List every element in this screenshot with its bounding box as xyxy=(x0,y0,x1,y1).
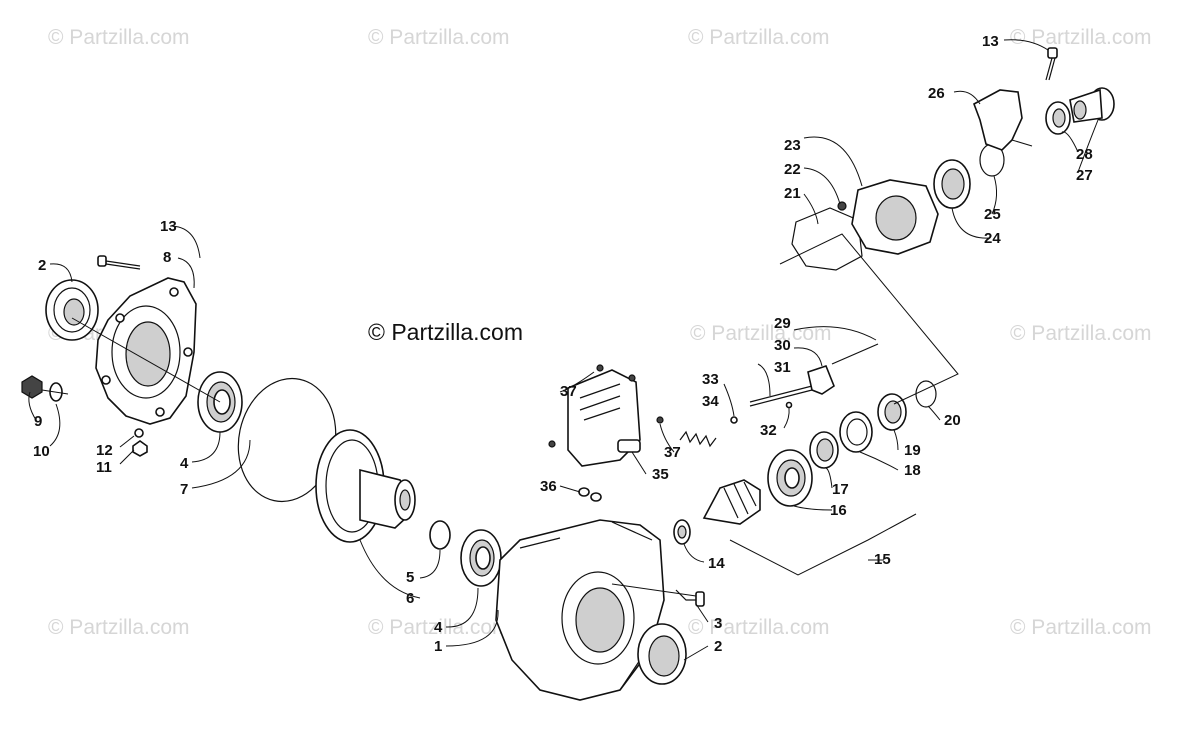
part-6-ring-gear-differential xyxy=(315,429,416,543)
callout-37-top: 37 xyxy=(560,383,577,400)
part-13-bolt-right xyxy=(1045,47,1058,81)
callout-31: 31 xyxy=(774,359,791,376)
callout-27: 27 xyxy=(1076,167,1093,184)
callout-8: 8 xyxy=(163,249,171,266)
callout-20: 20 xyxy=(944,412,961,429)
callout-4-left: 4 xyxy=(180,455,189,472)
callout-23: 23 xyxy=(784,137,801,154)
part-21-gasket xyxy=(791,207,863,271)
part-9-plug xyxy=(21,375,43,399)
part-37-screw-bottom xyxy=(548,416,664,448)
callout-32: 32 xyxy=(760,422,777,439)
watermark-tile: © Partzilla.com xyxy=(690,322,832,345)
part-2-seal-left xyxy=(45,279,99,341)
callout-16: 16 xyxy=(830,502,847,519)
callout-21: 21 xyxy=(784,185,801,202)
watermark-main: © Partzilla.com xyxy=(368,319,523,345)
callout-4-center: 4 xyxy=(434,619,443,636)
part-2-seal-right xyxy=(637,623,687,685)
callout-7: 7 xyxy=(180,481,188,498)
callout-36: 36 xyxy=(540,478,557,495)
part-24-bearing xyxy=(933,159,971,209)
part-34-ball xyxy=(730,416,738,424)
callout-14: 14 xyxy=(708,555,725,572)
part-22-plug xyxy=(837,201,847,211)
callout-37-bottom: 37 xyxy=(664,444,681,461)
part-12-bolt xyxy=(132,428,148,457)
watermark-tile: © Partzilla.com xyxy=(1010,616,1152,639)
watermark-tile: © Partzilla.com xyxy=(1010,322,1152,345)
callout-9: 9 xyxy=(34,413,42,430)
callout-2-left: 2 xyxy=(38,257,46,274)
watermark-tile: © Partzilla.com xyxy=(368,26,510,49)
part-36-o-rings xyxy=(578,487,602,502)
part-3-vent-fitting xyxy=(675,589,705,607)
callout-24: 24 xyxy=(984,230,1001,247)
part-1-housing xyxy=(495,519,665,701)
watermark-tile: © Partzilla.com xyxy=(368,616,510,639)
leader-lines xyxy=(28,39,1099,661)
callout-2-right: 2 xyxy=(714,638,722,655)
callout-18: 18 xyxy=(904,462,921,479)
callout-6: 6 xyxy=(406,590,414,607)
callout-22: 22 xyxy=(784,161,801,178)
part-37-screw-top xyxy=(596,364,636,382)
part-19-bearing xyxy=(877,393,907,431)
callout-labels: 2 13 8 9 10 12 11 4 7 5 6 4 1 3 2 14 15 … xyxy=(33,33,1093,655)
callout-19: 19 xyxy=(904,442,921,459)
part-17-bearing xyxy=(809,431,839,469)
callout-25: 25 xyxy=(984,206,1001,223)
part-16-bearing xyxy=(767,449,813,507)
part-15-pinion-gear xyxy=(702,479,761,525)
callout-11: 11 xyxy=(96,459,112,476)
watermark-layer: © Partzilla.com © Partzilla.com © Partzi… xyxy=(48,26,1152,639)
callout-28: 28 xyxy=(1076,146,1093,163)
watermark-tile: © Partzilla.com xyxy=(688,26,830,49)
part-4-bearing-center xyxy=(460,529,502,587)
callout-10: 10 xyxy=(33,443,50,460)
part-28-flange xyxy=(1069,87,1115,123)
watermark-tile: © Partzilla.com xyxy=(48,616,190,639)
part-33-spring xyxy=(679,430,717,448)
part-30-fork xyxy=(807,365,835,395)
watermark-tile: © Partzilla.com xyxy=(48,26,190,49)
callout-33: 33 xyxy=(702,371,719,388)
callout-26: 26 xyxy=(928,85,945,102)
part-35-actuator xyxy=(567,369,641,467)
watermark-tile: © Partzilla.com xyxy=(1010,26,1152,49)
part-5-shim xyxy=(429,520,451,550)
callout-5: 5 xyxy=(406,569,414,586)
part-13-bolt-left xyxy=(97,255,141,270)
part-8-cover xyxy=(95,277,197,425)
callout-3: 3 xyxy=(714,615,722,632)
callout-13-left: 13 xyxy=(160,218,177,235)
part-14-bushing xyxy=(673,519,691,545)
part-20-snap-ring xyxy=(915,380,937,408)
part-27-seal xyxy=(1045,101,1071,135)
callout-17: 17 xyxy=(832,481,849,498)
callout-34: 34 xyxy=(702,393,719,410)
callout-15: 15 xyxy=(874,551,891,568)
part-32-ball xyxy=(785,401,793,409)
part-18-collar xyxy=(839,411,873,453)
watermark-tile: © Partzilla.com xyxy=(688,616,830,639)
callout-1: 1 xyxy=(434,638,442,655)
callout-29: 29 xyxy=(774,315,791,332)
part-23-cover xyxy=(851,179,939,255)
part-29-pin xyxy=(831,343,879,365)
callout-12: 12 xyxy=(96,442,113,459)
callout-35: 35 xyxy=(652,466,669,483)
callout-30: 30 xyxy=(774,337,791,354)
part-31-shaft xyxy=(749,385,813,407)
callout-13-right: 13 xyxy=(982,33,999,50)
